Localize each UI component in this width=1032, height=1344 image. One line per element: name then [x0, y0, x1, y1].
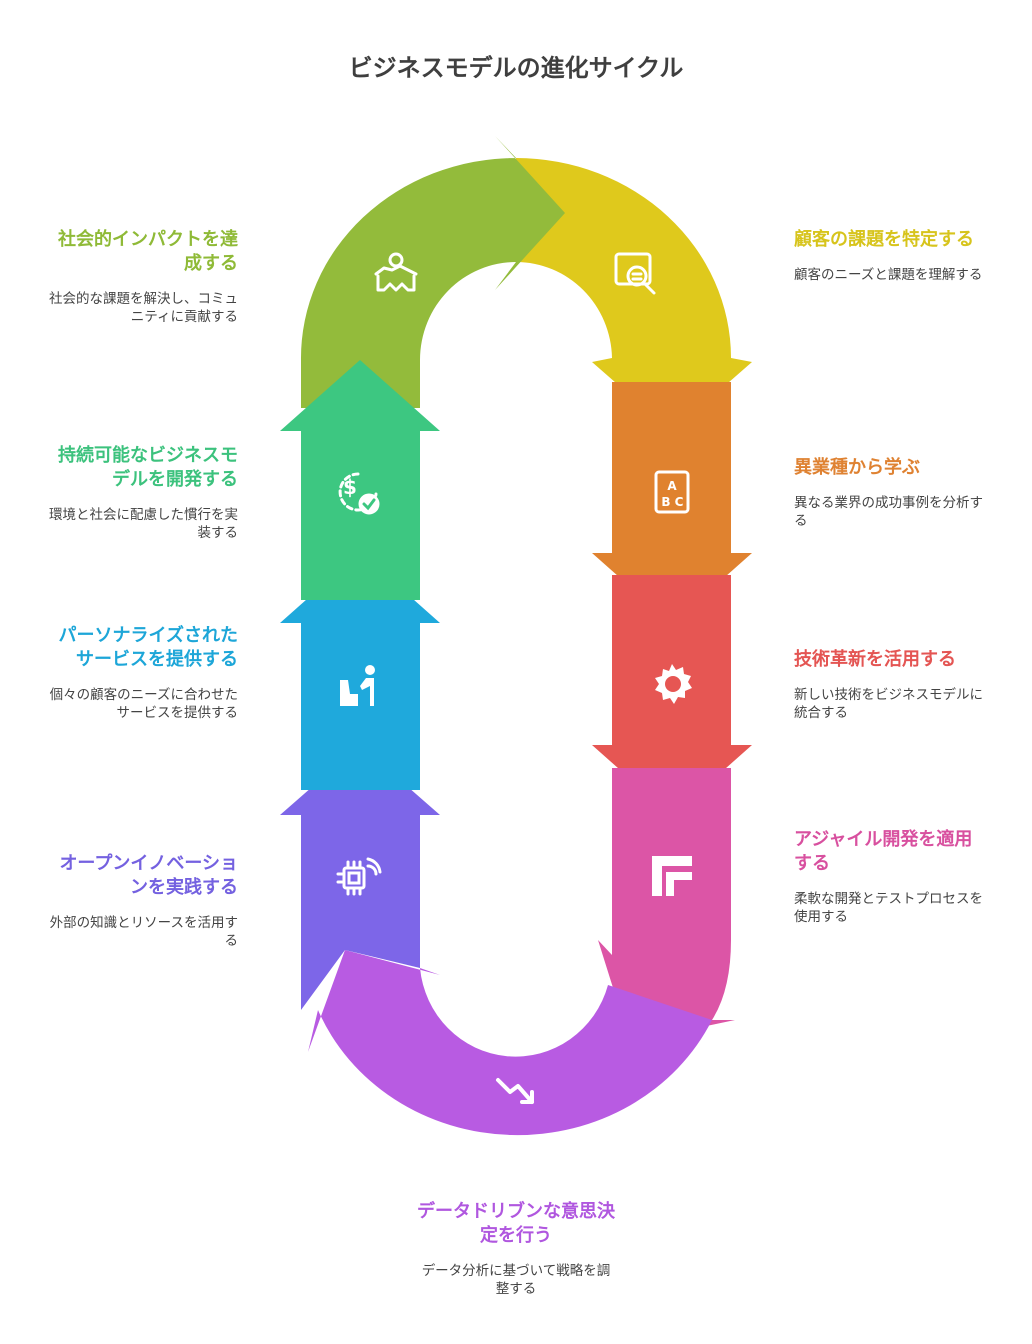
step-title: 技術革新を活用する [794, 649, 956, 670]
step-desc: 社会的な課題を解決し、コミュニティに貢献する [49, 291, 238, 325]
step-social: 社会的インパクトを達成する 社会的な課題を解決し、コミュニティに貢献する [48, 228, 238, 326]
step-desc: 外部の知識とリソースを活用する [49, 915, 238, 949]
step-title: パーソナライズされたサービスを提供する [58, 625, 238, 670]
step-desc: 個々の顧客のニーズに合わせたサービスを提供する [49, 687, 238, 721]
magnifier-icon [608, 246, 664, 302]
segment-agile [598, 768, 735, 1042]
blocks-icon [644, 848, 700, 904]
step-title: 異業種から学ぶ [794, 457, 920, 478]
step-desc: 環境と社会に配慮した慣行を実装する [49, 507, 238, 541]
segment-customer [516, 158, 752, 432]
step-agile: アジャイル開発を適用する 柔軟な開発とテストプロセスを使用する [794, 828, 984, 926]
person-seat-icon [330, 658, 386, 714]
step-desc: 柔軟な開発とテストプロセスを使用する [794, 891, 983, 925]
step-title: 持続可能なビジネスモデルを開発する [58, 445, 238, 490]
chip-icon [330, 850, 386, 906]
segment-sustainable [280, 360, 440, 600]
svg-text:C: C [675, 495, 684, 509]
step-industry: 異業種から学ぶ 異なる業界の成功事例を分析する [794, 456, 984, 530]
page-title: ビジネスモデルの進化サイクル [348, 54, 684, 82]
step-title: 顧客の課題を特定する [794, 229, 974, 250]
step-tech: 技術革新を活用する 新しい技術をビジネスモデルに統合する [794, 648, 984, 722]
step-title: オープンイノベーションを実践する [59, 853, 238, 898]
segment-social [300, 136, 565, 408]
trend-down-icon [488, 1062, 544, 1118]
step-desc: 新しい技術をビジネスモデルに統合する [794, 687, 983, 721]
step-personal: パーソナライズされたサービスを提供する 個々の顧客のニーズに合わせたサービスを提… [48, 624, 238, 722]
step-title: 社会的インパクトを達成する [58, 229, 238, 274]
step-data: データドリブンな意思決定を行う データ分析に基づいて戦略を調整する [416, 1200, 616, 1298]
step-title: アジャイル開発を適用する [794, 829, 973, 874]
step-title: データドリブンな意思決定を行う [417, 1201, 615, 1246]
handshake-icon [368, 246, 424, 302]
segment-personal [280, 552, 440, 790]
step-desc: 異なる業界の成功事例を分析する [794, 495, 983, 529]
step-sustainable: 持続可能なビジネスモデルを開発する 環境と社会に配慮した慣行を実装する [48, 444, 238, 542]
dollar-check-icon: $ [330, 464, 386, 520]
gear-icon [644, 656, 700, 712]
abc-book-icon: A B C [644, 464, 700, 520]
step-open: オープンイノベーションを実践する 外部の知識とリソースを活用する [48, 852, 238, 950]
segment-industry [592, 382, 752, 624]
step-customer: 顧客の課題を特定する 顧客のニーズと課題を理解する [794, 228, 984, 284]
svg-text:A: A [667, 479, 677, 493]
step-desc: 顧客のニーズと課題を理解する [794, 267, 983, 283]
svg-text:$: $ [343, 475, 357, 499]
step-desc: データ分析に基づいて戦略を調整する [421, 1263, 611, 1297]
segment-data [308, 950, 712, 1136]
svg-text:B: B [661, 495, 670, 509]
